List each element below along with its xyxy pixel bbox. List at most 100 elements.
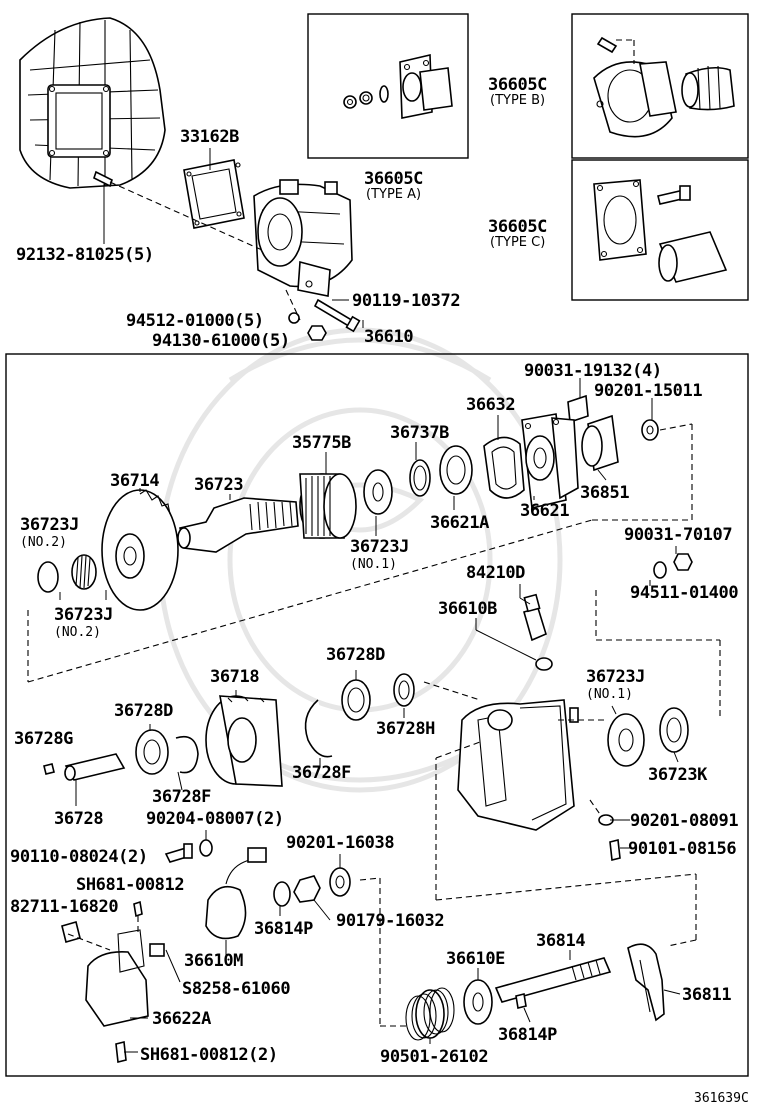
bolt-90031-19132 <box>567 394 589 424</box>
label-36610b: 36610B <box>438 599 497 619</box>
washer-36610b <box>535 657 553 671</box>
sensor-82711 <box>61 921 81 943</box>
label-no2-bottom: (NO.2) <box>54 625 101 640</box>
type-c-box <box>571 159 749 301</box>
pto-assembly-top <box>253 179 353 297</box>
label-36723k: 36723K <box>648 765 708 785</box>
washer-94511 <box>653 561 667 579</box>
label-no1-right: (NO.1) <box>586 687 633 702</box>
label-90201-16038: 90201-16038 <box>286 833 394 853</box>
retainer-36610e <box>463 979 493 1025</box>
sleeve-36851 <box>581 414 619 472</box>
label-sh681-top: SH681-00812 <box>76 875 184 895</box>
label-36811: 36811 <box>682 985 731 1005</box>
label-94511: 94511-01400 <box>630 583 738 603</box>
label-36610e: 36610E <box>446 949 505 969</box>
type-a-parts <box>343 53 453 119</box>
label-90119: 90119-10372 <box>352 291 460 311</box>
washer-90204 <box>199 839 213 857</box>
label-90031-70107: 90031-70107 <box>624 525 732 545</box>
washer-36723j-no1 <box>363 469 393 515</box>
label-36728f-mid: 36728F <box>292 763 351 783</box>
shaft-36814 <box>494 957 612 1003</box>
nut-90179 <box>293 875 321 903</box>
washer-94512 <box>288 312 300 324</box>
bearing-36621a <box>439 445 473 495</box>
label-35775b: 35775B <box>292 433 351 453</box>
label-36851: 36851 <box>580 483 629 503</box>
label-36737b: 36737B <box>390 423 449 443</box>
bearing-36728d-left <box>135 729 169 775</box>
label-90201-15011: 90201-15011 <box>594 381 702 401</box>
label-s8258: S8258-61060 <box>182 979 290 999</box>
label-90501: 90501-26102 <box>380 1047 488 1067</box>
cover-36621 <box>521 413 579 509</box>
label-92132: 92132-81025(5) <box>16 245 154 265</box>
seal-36814p-left <box>273 881 291 907</box>
label-90110: 90110-08024(2) <box>10 847 148 867</box>
label-36814p-right: 36814P <box>498 1025 557 1045</box>
label-36723: 36723 <box>194 475 243 495</box>
label-36622a: 36622A <box>152 1009 211 1029</box>
gear-36718 <box>205 695 283 787</box>
seal-36723k <box>659 707 689 753</box>
label-36610m: 36610M <box>184 951 243 971</box>
shaft-36728 <box>64 753 126 781</box>
type-b-box <box>571 13 749 159</box>
label-36728f-left: 36728F <box>152 787 211 807</box>
bearing-36728d-top <box>341 679 371 721</box>
switch-84210d <box>523 593 547 642</box>
label-36728d-left: 36728D <box>114 701 173 721</box>
shim-36728h <box>393 673 415 707</box>
label-36605c-type-c: 36605C <box>488 217 547 237</box>
bolt-sh681-bottom <box>115 1041 127 1063</box>
label-36723j-no1-right: 36723J <box>586 667 645 687</box>
label-36728d-top: 36728D <box>326 645 385 665</box>
label-82711: 82711-16820 <box>10 897 118 917</box>
bolt-90119 <box>313 298 361 333</box>
gasket-33162b <box>183 159 245 229</box>
label-36814p-left: 36814P <box>254 919 313 939</box>
label-36610: 36610 <box>364 327 413 347</box>
label-no2-left: (NO.2) <box>20 535 67 550</box>
label-sh681-bottom: SH681-00812(2) <box>140 1045 278 1065</box>
clutch-35775b <box>299 473 357 539</box>
spring-90501 <box>405 987 455 1041</box>
bolt-90031-70107 <box>673 553 693 571</box>
shaft-36723 <box>177 497 299 553</box>
type-a-box <box>307 13 469 159</box>
label-94512: 94512-01000(5) <box>126 311 264 331</box>
snapring-36728f-left <box>175 735 199 774</box>
clip-s8258 <box>149 943 165 957</box>
stud-bolt <box>93 170 113 188</box>
label-36728h: 36728H <box>376 719 435 739</box>
label-36621a: 36621A <box>430 513 489 533</box>
label-36728: 36728 <box>54 809 103 829</box>
label-no1-top: (NO.1) <box>350 557 397 572</box>
seal-36814p-right <box>515 993 527 1009</box>
snapring-36728f-mid <box>304 699 333 758</box>
bolt-90110 <box>164 843 193 863</box>
bracket-36622a <box>85 929 149 1027</box>
label-90179: 90179-16032 <box>336 911 444 931</box>
bearing-36723j-no2 <box>37 554 97 593</box>
gasket-36632 <box>483 436 525 499</box>
label-type-c: (TYPE C) <box>490 235 545 250</box>
label-90031-19132: 90031-19132(4) <box>524 361 662 381</box>
label-36728g: 36728G <box>14 729 73 749</box>
type-b-parts <box>593 36 735 138</box>
label-36723j-no1-top: 36723J <box>350 537 409 557</box>
ring-36737b <box>409 459 431 497</box>
nut-94130 <box>307 325 327 341</box>
pin-36728g <box>43 763 55 775</box>
label-36621: 36621 <box>520 501 569 521</box>
label-36714: 36714 <box>110 471 159 491</box>
label-type-a: (TYPE A) <box>366 187 421 202</box>
retainer-36723j-right <box>607 713 645 767</box>
label-36814: 36814 <box>536 931 585 951</box>
sensor-36610m <box>205 847 267 940</box>
bolt-sh681-top <box>133 900 143 918</box>
label-36605c-type-a: 36605C <box>364 169 423 189</box>
label-33162b: 33162B <box>180 127 239 147</box>
